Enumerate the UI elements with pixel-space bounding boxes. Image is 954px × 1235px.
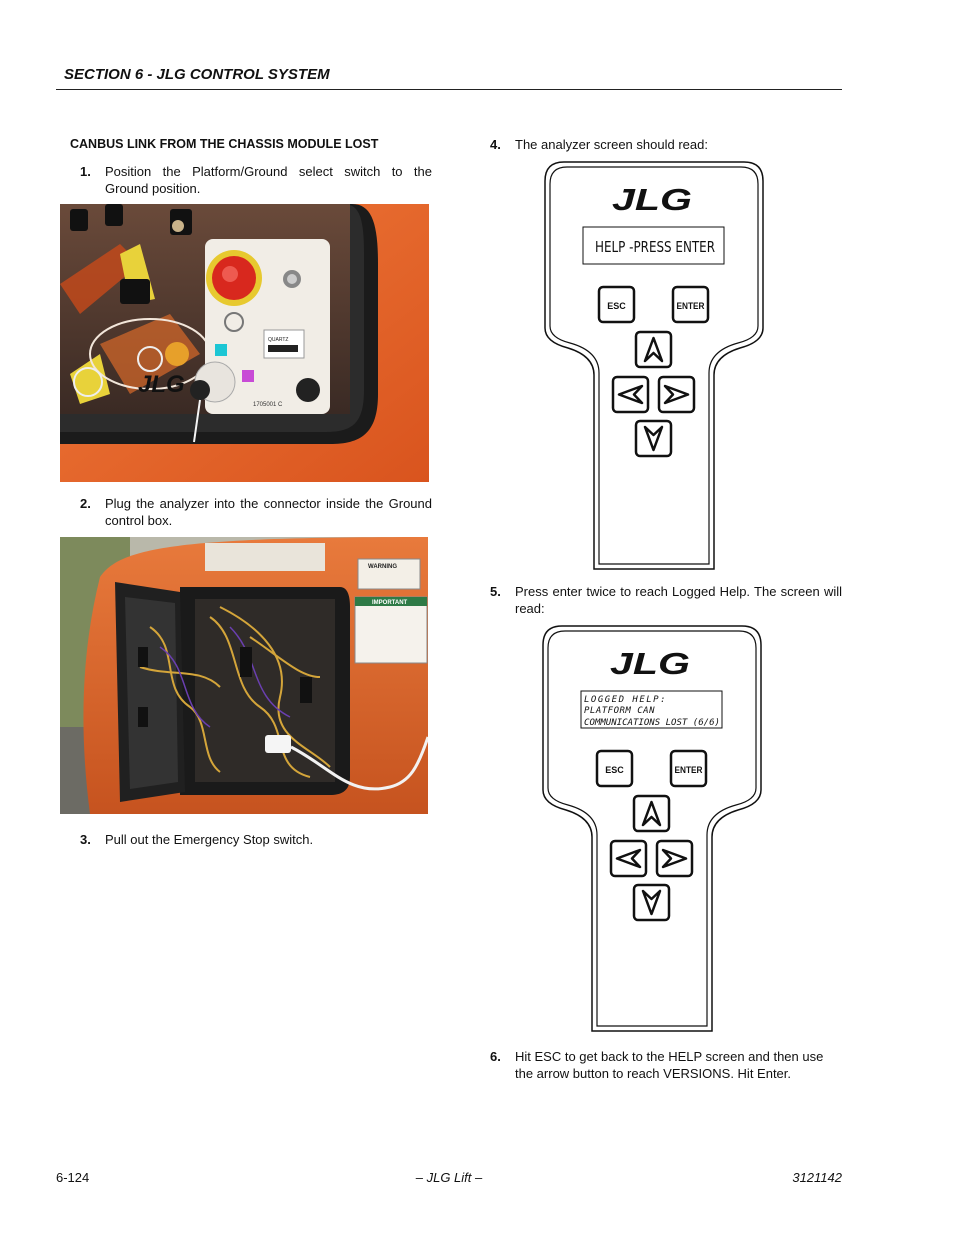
right-arrow-button[interactable]	[657, 375, 696, 414]
important-label: IMPORTANT	[372, 600, 408, 606]
footer-doc-number: 3121142	[792, 1170, 842, 1185]
down-arrow-button[interactable]	[634, 419, 673, 458]
left-arrow-button[interactable]	[609, 839, 648, 878]
step-4: 4. The analyzer screen should read:	[490, 136, 842, 154]
analyzer-screen	[580, 690, 723, 729]
subheading: CANBUS LINK FROM THE CHASSIS MODULE LOST	[70, 137, 379, 151]
footer-center: – JLG Lift –	[415, 1170, 483, 1185]
esc-label: ESC	[605, 765, 624, 775]
screen-line: COMMUNICATIONS LOST (6/6)	[584, 718, 720, 728]
screen-line: LOGGED HELP:	[584, 695, 667, 705]
step-number: 2.	[80, 496, 91, 511]
footer-page-number: 6-124	[56, 1170, 90, 1185]
enter-button[interactable]: ENTER	[671, 285, 710, 324]
ground-control-box-photo: WARNING IMPORTANT	[60, 537, 428, 814]
enter-label: ENTER	[677, 301, 705, 311]
warning-label: WARNING	[368, 564, 397, 570]
part-number: 1705001 C	[253, 402, 283, 408]
left-arrow-icon	[615, 848, 642, 869]
esc-label: ESC	[607, 301, 626, 311]
step-text: Press enter twice to reach Logged Help. …	[515, 584, 842, 616]
step-3: 3. Pull out the Emergency Stop switch.	[80, 831, 432, 849]
jlg-logo: JLG	[612, 182, 692, 217]
quartz-label: QUARTZ	[268, 337, 288, 343]
up-arrow-icon	[643, 336, 664, 363]
step-text: Hit ESC to get back to the HELP screen a…	[515, 1049, 824, 1081]
step-2: 2. Plug the analyzer into the connector …	[80, 495, 432, 531]
down-arrow-button[interactable]	[632, 883, 671, 922]
esc-button[interactable]: ESC	[597, 285, 636, 324]
header-rule	[56, 89, 842, 90]
step-text: The analyzer screen should read:	[515, 137, 708, 152]
enter-label: ENTER	[675, 765, 703, 775]
analyzer-screen	[582, 226, 725, 265]
right-arrow-button[interactable]	[655, 839, 694, 878]
analyzer-logged-help-screen: JLG LOGGED HELP: PLATFORM CAN COMMUNICAT…	[540, 624, 764, 1034]
step-number: 5.	[490, 584, 501, 599]
jlg-panel-logo: JLG	[138, 371, 185, 398]
step-text: Position the Platform/Ground select swit…	[105, 164, 432, 196]
left-arrow-button[interactable]	[611, 375, 650, 414]
enter-button[interactable]: ENTER	[669, 749, 708, 788]
screen-line: HELP -PRESS ENTER	[595, 238, 715, 256]
screen-line: PLATFORM CAN	[584, 706, 655, 716]
step-number: 1.	[80, 164, 91, 179]
up-arrow-icon	[641, 800, 662, 827]
control-panel-photo: QUARTZ JLG 1705001 C	[60, 204, 429, 482]
analyzer-help-screen: JLG HELP -PRESS ENTER ESC ENTER	[542, 160, 766, 572]
section-title: SECTION 6 - JLG CONTROL SYSTEM	[64, 66, 330, 83]
step-number: 6.	[490, 1049, 501, 1064]
esc-button[interactable]: ESC	[595, 749, 634, 788]
down-arrow-icon	[641, 889, 662, 916]
left-arrow-icon	[617, 384, 644, 405]
step-6: 6. Hit ESC to get back to the HELP scree…	[490, 1048, 842, 1084]
step-text: Plug the analyzer into the connector ins…	[105, 496, 432, 528]
right-arrow-icon	[663, 384, 690, 405]
step-text: Pull out the Emergency Stop switch.	[105, 832, 314, 847]
jlg-logo: JLG	[610, 646, 690, 681]
up-arrow-button[interactable]	[632, 794, 671, 833]
step-number: 4.	[490, 137, 501, 152]
step-1: 1. Position the Platform/Ground select s…	[80, 163, 432, 199]
up-arrow-button[interactable]	[634, 330, 673, 369]
step-5: 5. Press enter twice to reach Logged Hel…	[490, 583, 842, 619]
step-number: 3.	[80, 832, 91, 847]
right-arrow-icon	[661, 848, 688, 869]
down-arrow-icon	[643, 425, 664, 452]
